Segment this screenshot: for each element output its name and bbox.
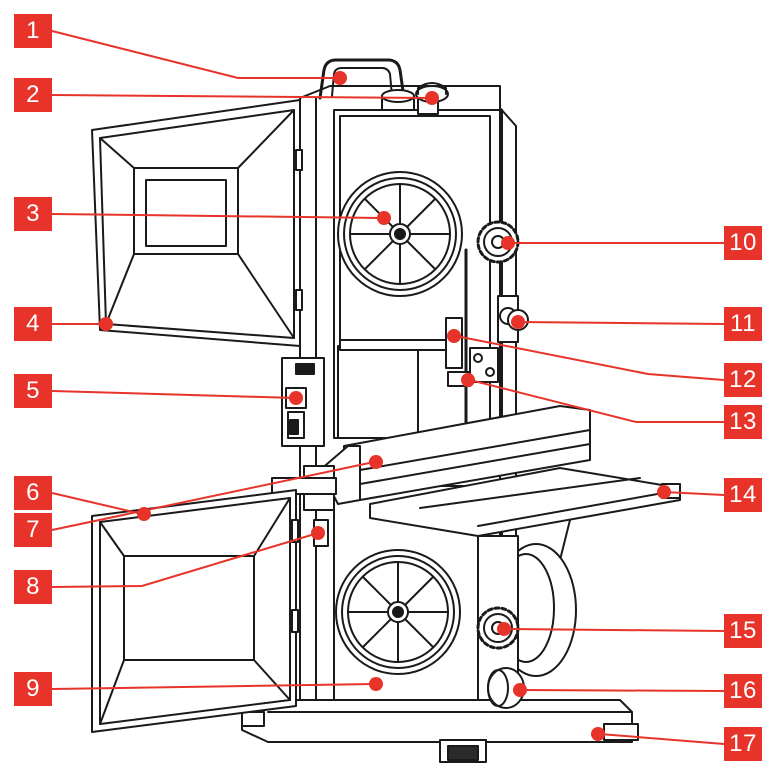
leader-line-1 [51, 30, 336, 79]
leader-dot-14 [657, 485, 671, 499]
leader-dot-17 [591, 727, 605, 741]
upper-wheel [337, 171, 463, 297]
leader-dot-1 [333, 71, 347, 85]
callout-13: 13 [724, 405, 762, 439]
leader-lines [51, 30, 725, 745]
leader-line-2 [51, 94, 431, 99]
leader-dot-6 [137, 507, 151, 521]
leader-dot-12 [447, 329, 461, 343]
leader-line-15 [505, 628, 725, 632]
leader-line-6 [51, 492, 143, 515]
callout-2: 2 [14, 78, 52, 112]
upper-door [91, 99, 303, 347]
leader-dot-10 [501, 236, 515, 250]
leader-dot-11 [511, 315, 525, 329]
leader-dot-9 [369, 677, 383, 691]
leader-line-8 [51, 532, 319, 588]
leader-line-12 [455, 335, 725, 381]
callout-1: 1 [14, 14, 52, 48]
switch-housing [281, 357, 325, 447]
leader-line-14 [663, 491, 725, 496]
callout-4: 4 [14, 307, 52, 341]
callout-5: 5 [14, 374, 52, 408]
leader-dot-3 [377, 211, 391, 225]
leader-line-17 [599, 733, 725, 745]
carry-handle [318, 58, 406, 100]
callout-12: 12 [724, 363, 762, 397]
leader-line-3 [51, 213, 385, 219]
callout-11: 11 [724, 307, 762, 341]
leader-dot-7 [369, 455, 383, 469]
leader-line-11 [519, 321, 725, 325]
leader-dot-15 [497, 622, 511, 636]
callout-14: 14 [724, 478, 762, 512]
leader-line-13 [469, 379, 724, 423]
callout-6: 6 [14, 476, 52, 510]
callout-3: 3 [14, 197, 52, 231]
callout-17: 17 [724, 727, 762, 761]
leader-dot-2 [425, 91, 439, 105]
leader-dot-5 [289, 391, 303, 405]
leader-dots [99, 71, 671, 741]
callout-15: 15 [724, 614, 762, 648]
leader-dot-16 [513, 683, 527, 697]
base-plate [241, 699, 639, 763]
leader-line-16 [521, 689, 725, 692]
callout-7: 7 [14, 513, 52, 547]
leader-line-7 [51, 461, 375, 531]
callout-16: 16 [724, 674, 762, 708]
callout-10: 10 [724, 226, 762, 260]
leader-dot-4 [99, 317, 113, 331]
leader-line-5 [51, 390, 297, 399]
lower-door [91, 489, 299, 733]
dust-port [487, 667, 525, 709]
leader-dot-13 [461, 373, 475, 387]
callout-8: 8 [14, 570, 52, 604]
lower-wheel [335, 549, 461, 675]
callout-9: 9 [14, 672, 52, 706]
leader-line-9 [51, 683, 375, 690]
leader-dot-8 [311, 526, 325, 540]
